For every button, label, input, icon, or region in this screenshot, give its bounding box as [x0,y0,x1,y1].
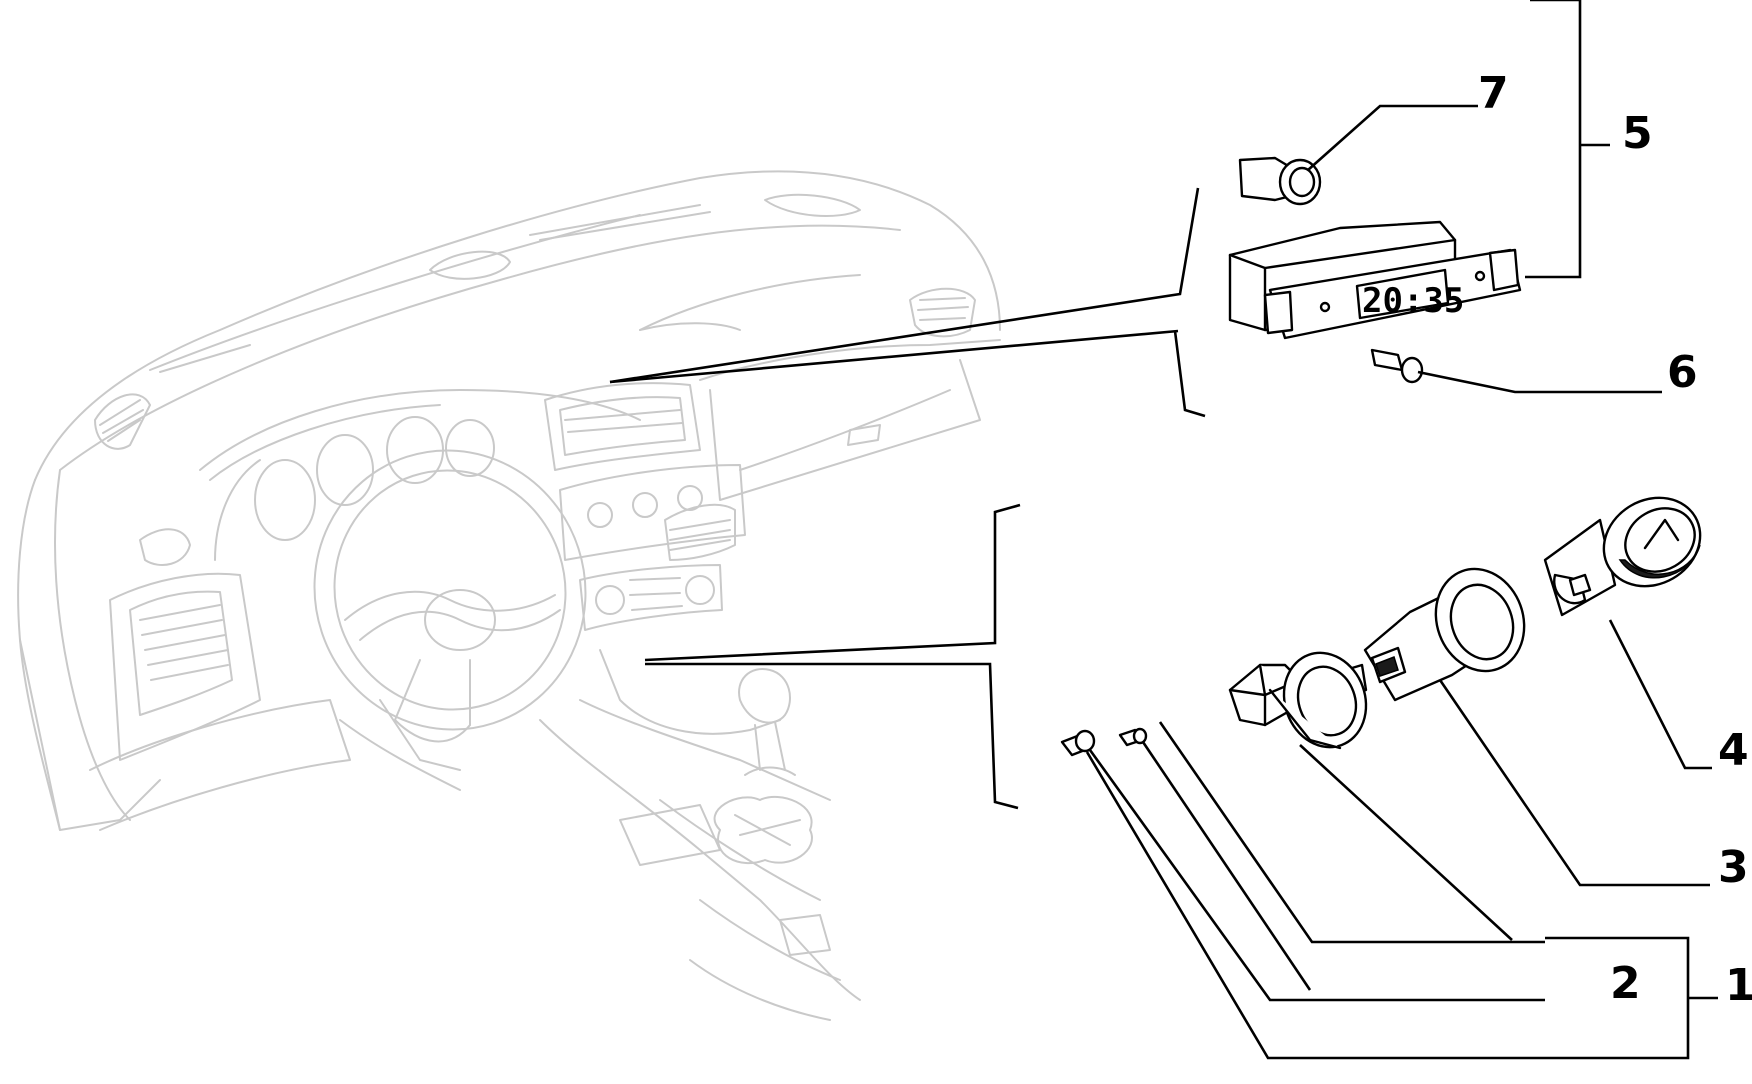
dashboard-ghost-illustration [17,170,1001,1021]
part-2-socket-base [1228,651,1368,750]
callout-3: 3 [1718,842,1749,893]
callout-6: 6 [1667,347,1698,398]
callout-2: 2 [1610,958,1641,1009]
part-4-lighter-knob [1543,496,1702,617]
dashboard-pointer-lines [609,187,1206,810]
part-5-digital-clock: 20:35 [1228,220,1522,340]
part-7-bulb-holder [1238,156,1322,206]
callout-leader-lines [1085,0,1718,1060]
clock-display-digits: 20:35 [1362,281,1464,321]
part-3-socket-housing [1350,567,1526,702]
part-1-bulb-and-holder [1060,727,1148,757]
part-6-screw [1370,348,1424,384]
callout-7: 7 [1478,68,1509,119]
callout-1: 1 [1725,960,1752,1011]
callout-5: 5 [1622,108,1653,159]
callout-4: 4 [1718,725,1749,776]
callout-labels: 7 5 6 4 3 2 1 [1478,68,1752,1011]
